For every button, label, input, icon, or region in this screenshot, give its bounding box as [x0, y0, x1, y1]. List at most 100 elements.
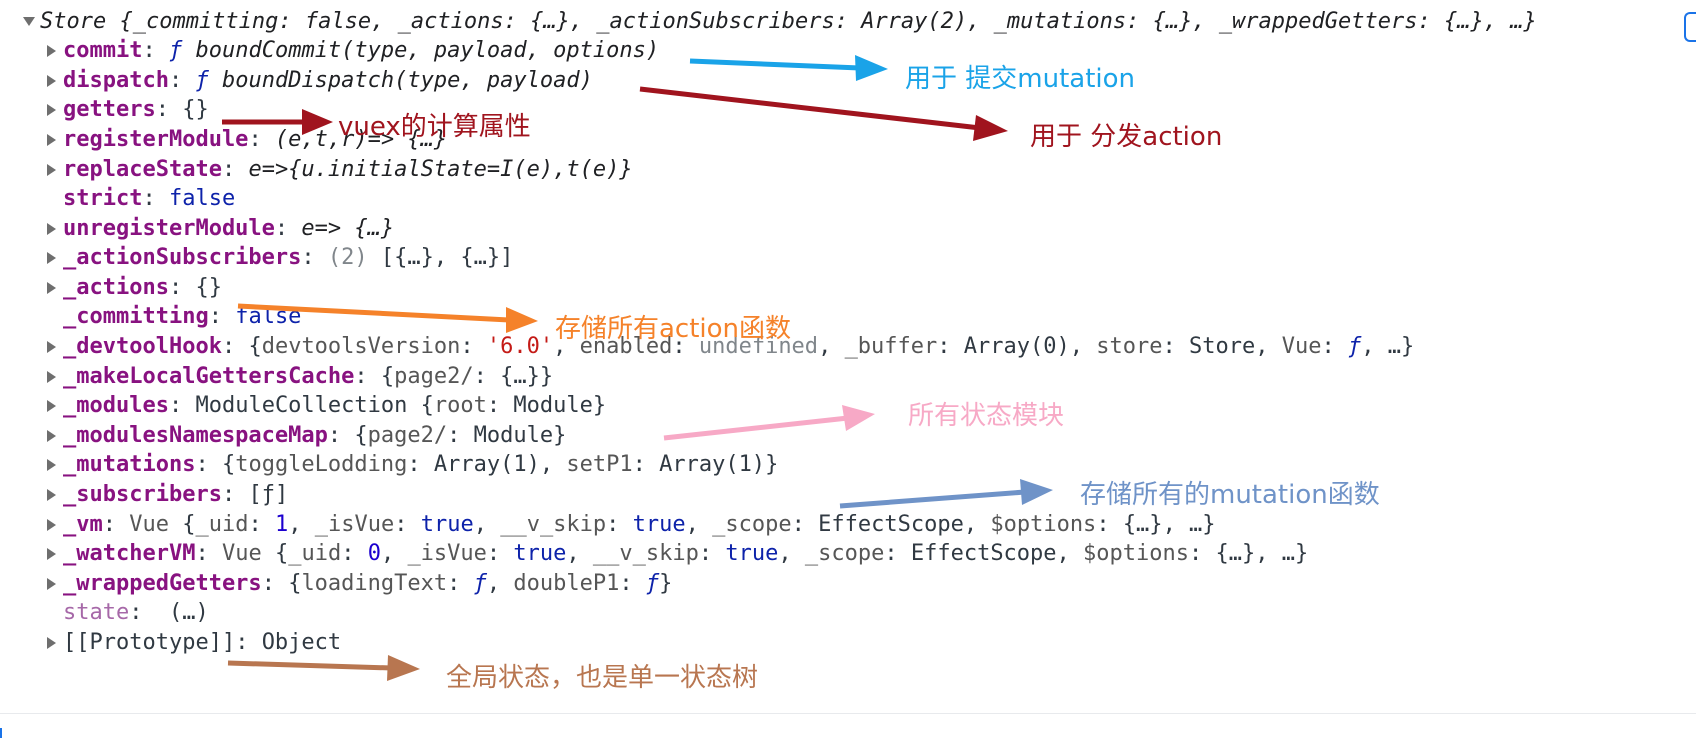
prop-watcherVM[interactable]: _watcherVM: Vue {_uid: 0, _isVue: true, …: [63, 541, 1309, 566]
expand-triangle-icon[interactable]: [47, 341, 56, 353]
sub-key: $options: [1083, 541, 1190, 566]
sub-key: enabled: [579, 334, 673, 359]
brace: {: [221, 452, 236, 477]
prop-key: _committing: [63, 304, 209, 329]
store-object-header[interactable]: Store {_committing: false, _actions: {…}…: [40, 9, 1537, 34]
annotation-getters: vuex的计算属性: [338, 112, 531, 142]
expand-triangle-icon[interactable]: [47, 459, 56, 471]
prop-vm[interactable]: _vm: Vue {_uid: 1, _isVue: true, __v_ski…: [63, 512, 1216, 537]
sub-value: ƒ: [1347, 334, 1362, 359]
expand-triangle-icon[interactable]: [47, 104, 56, 116]
prop-value: [{…}, {…}]: [380, 245, 514, 270]
prop-key: replaceState: [63, 157, 222, 182]
sub-value: 1: [274, 512, 289, 537]
expand-triangle-icon[interactable]: [47, 578, 56, 590]
prop-unregisterModule[interactable]: unregisterModule: e=> {…}: [63, 216, 395, 241]
arrowhead-modules: [842, 405, 875, 431]
sub-key: doubleP1: [513, 571, 620, 596]
prop-key: state: [63, 600, 130, 625]
annotation-state: 全局状态，也是单一状态树: [446, 663, 759, 693]
sub-key: $options: [990, 512, 1097, 537]
invoke-getter[interactable]: (…): [168, 600, 209, 625]
prop-key: getters: [63, 97, 156, 122]
sub-value: EffectScope: [910, 541, 1057, 566]
prop-getters[interactable]: getters: {}: [63, 97, 209, 122]
function-symbol: ƒ: [195, 68, 209, 93]
type-name: Vue: [221, 541, 262, 566]
arrow-commit: [689, 58, 861, 71]
prop-committing: _committing: false: [63, 304, 302, 329]
sub-key: __v_skip: [592, 541, 699, 566]
prop-value: e=> {…}: [301, 216, 395, 241]
expand-triangle-icon[interactable]: [47, 430, 56, 442]
expand-triangle-icon[interactable]: [47, 371, 56, 383]
prop-actions[interactable]: _actions: {}: [63, 275, 222, 300]
arrowhead-mutations: [1020, 479, 1053, 505]
brace: {: [380, 364, 395, 389]
annotation-commit: 用于 提交mutation: [905, 64, 1136, 94]
expand-triangle-icon[interactable]: [47, 252, 56, 264]
sub-value: EffectScope: [818, 512, 964, 537]
sub-value: Module: [473, 423, 554, 448]
prop-key: dispatch: [63, 68, 169, 93]
sub-key: setP1: [566, 452, 633, 477]
sub-key: _isVue: [407, 541, 487, 566]
prop-subscribers[interactable]: _subscribers: [ƒ]: [63, 482, 289, 507]
expand-triangle-icon[interactable]: [47, 519, 56, 531]
expand-triangle-icon[interactable]: [47, 134, 56, 146]
brace: }: [765, 452, 779, 477]
prop-key: _actions: [63, 275, 169, 300]
expand-triangle-icon[interactable]: [47, 75, 56, 87]
arrow-state: [227, 660, 393, 671]
sub-key: _uid: [288, 541, 342, 566]
prop-value: e=>{u.initialState=I(e),t(e)}: [248, 157, 633, 182]
prop-prototype[interactable]: [[Prototype]]: Object: [63, 630, 342, 655]
sub-key: _uid: [195, 512, 249, 537]
function-symbol: ƒ: [168, 38, 183, 63]
prop-devtoolHook[interactable]: _devtoolHook: {devtoolsVersion: '6.0', e…: [63, 334, 1415, 359]
prop-key: _mutations: [63, 452, 196, 477]
prop-key: _actionSubscribers: [63, 245, 302, 270]
sub-value: Array(1): [433, 452, 540, 477]
prop-wrappedGetters[interactable]: _wrappedGetters: {loadingText: ƒ, double…: [63, 571, 673, 596]
expand-triangle-icon[interactable]: [47, 548, 56, 560]
console-prompt-icon[interactable]: [0, 728, 8, 738]
expand-triangle-icon[interactable]: [47, 45, 56, 57]
settings-badge-icon[interactable]: [1684, 12, 1696, 42]
prop-commit[interactable]: commit: ƒ boundCommit(type, payload, opt…: [63, 38, 660, 63]
prop-key: unregisterModule: [63, 216, 275, 241]
prop-state[interactable]: state: (…): [63, 600, 209, 625]
brace: }: [539, 364, 554, 389]
prop-dispatch[interactable]: dispatch: ƒ boundDispatch(type, payload): [63, 68, 593, 93]
expand-triangle-icon[interactable]: [47, 223, 56, 235]
type-name: ModuleCollection: [195, 393, 408, 418]
prop-replaceState[interactable]: replaceState: e=>{u.initialState=I(e),t(…: [63, 157, 633, 182]
brace: {: [354, 423, 368, 448]
prop-modulesNamespaceMap[interactable]: _modulesNamespaceMap: {page2/: Module}: [63, 423, 567, 448]
expand-triangle-icon[interactable]: [47, 400, 56, 412]
sub-key: _scope: [712, 512, 792, 537]
expand-triangle-icon[interactable]: [47, 282, 56, 294]
sub-value: {…}: [500, 364, 540, 389]
sub-key: loadingText: [301, 571, 448, 596]
prop-mutations[interactable]: _mutations: {toggleLodding: Array(1), se…: [63, 452, 779, 477]
expand-triangle-icon[interactable]: [47, 489, 56, 501]
annotation-mutations: 存储所有的mutation函数: [1080, 480, 1380, 510]
array-length: (2): [327, 245, 368, 270]
sub-value: {…}: [1122, 512, 1163, 537]
collapse-triangle-icon[interactable]: [23, 17, 35, 26]
type-name: Vue: [129, 512, 169, 537]
prop-makeLocalGettersCache[interactable]: _makeLocalGettersCache: {page2/: {…}}: [63, 364, 554, 389]
expand-triangle-icon[interactable]: [47, 164, 56, 176]
sub-value: Module: [513, 393, 593, 418]
prop-actionSubscribers[interactable]: _actionSubscribers: (2) [{…}, {…}]: [63, 245, 514, 270]
expand-triangle-icon[interactable]: [47, 637, 56, 649]
prop-modules[interactable]: _modules: ModuleCollection {root: Module…: [63, 393, 607, 418]
sub-value: Array(0): [963, 334, 1070, 359]
arrow-modules: [663, 415, 849, 441]
prop-registerModule[interactable]: registerModule: (e,t,r)=> {…}: [63, 127, 448, 152]
sub-value: true: [513, 541, 567, 566]
sub-value: ƒ: [473, 571, 487, 596]
